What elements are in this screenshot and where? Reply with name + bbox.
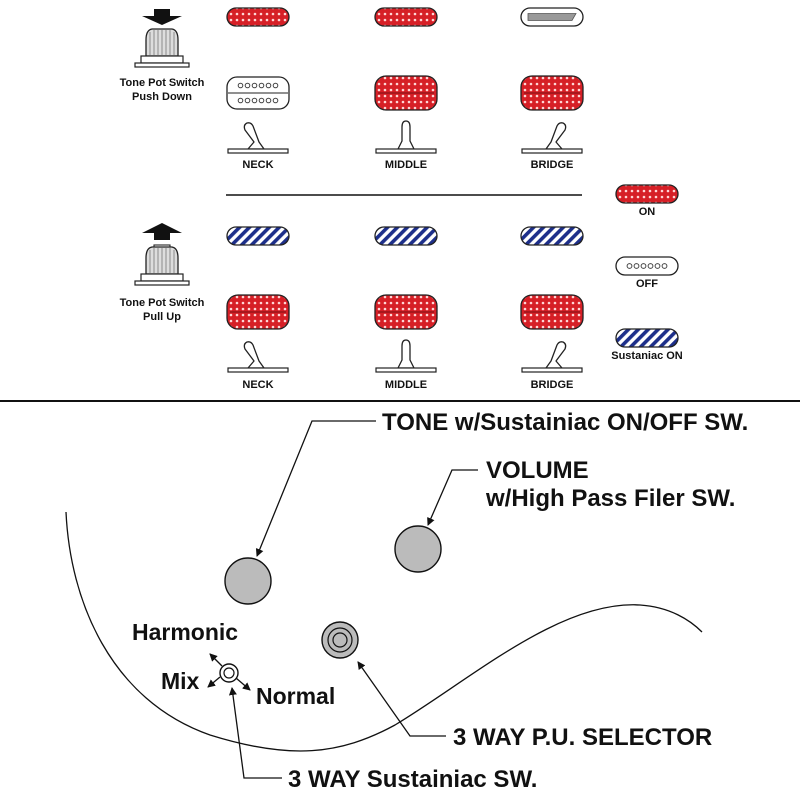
bridge-single-off-icon [520,7,584,27]
lower-knob-label-line2: Pull Up [143,311,181,323]
mini-arrow-harmonic-icon [209,653,223,667]
upper-label-bridge: BRIDGE [531,159,574,171]
mini-label-normal: Normal [256,683,335,709]
legend-off-label: OFF [636,278,658,290]
legend-on-icon [615,184,679,204]
mini-label-mix: Mix [161,668,200,694]
bridge-humbucker-on-icon [520,294,584,330]
middle-humbucker-on-icon [374,294,438,330]
neck-humbucker-off-icon [226,76,290,110]
guitar-body-outline [65,511,703,752]
callout-sustainiac-switch: 3 WAY Sustainiac SW. [288,766,537,793]
lower-label-middle: MIDDLE [385,379,427,391]
toggle-bridge-icon [521,341,583,373]
legend-sustainiac-icon [615,328,679,348]
toggle-middle-icon [375,120,437,154]
selector-leader-line [357,661,446,737]
mini-arrow-mix-icon [207,676,221,688]
sustainiac-sw-leader-line [228,687,282,779]
pull-up-arrow-icon [142,223,182,240]
upper-knob-label-line2: Push Down [132,91,192,103]
upper-section: Tone Pot Switch Push Down NECK MIDDLE BR… [120,7,584,171]
callout-volume-line2: w/High Pass Filer SW. [485,485,735,512]
volume-leader-line [427,469,478,526]
mini-label-harmonic: Harmonic [132,619,238,645]
legend: ON OFF Sustaniac ON [611,184,683,362]
neck-humbucker-on-icon [226,294,290,330]
toggle-neck-icon [227,341,289,373]
bridge-humbucker-on-icon [520,75,584,111]
control-layout: Harmonic Mix Normal TONE w/Sustainiac ON… [65,409,748,793]
tone-knob-pushed-icon [134,28,190,68]
pickup-selector-icon [321,621,359,659]
middle-single-sustainiac-icon [374,226,438,246]
toggle-neck-icon [227,122,289,154]
callout-selector: 3 WAY P.U. SELECTOR [453,724,712,751]
lower-label-bridge: BRIDGE [531,379,574,391]
lower-section: Tone Pot Switch Pull Up NECK MIDDLE BRID… [120,223,584,391]
bridge-single-sustainiac-icon [520,226,584,246]
middle-single-on-icon [374,7,438,27]
legend-off-icon [615,256,679,276]
toggle-bridge-icon [521,122,583,154]
neck-single-sustainiac-icon [226,226,290,246]
tone-leader-line [255,420,376,557]
toggle-middle-icon [375,339,437,373]
lower-knob-label-line1: Tone Pot Switch [120,297,205,309]
neck-single-on-icon [226,7,290,27]
legend-on-label: ON [639,206,656,218]
volume-knob [394,525,442,573]
callout-volume-line1: VOLUME [486,457,589,484]
lower-label-neck: NECK [242,379,273,391]
upper-label-middle: MIDDLE [385,159,427,171]
middle-humbucker-on-icon [374,75,438,111]
tone-knob-pulled-icon [134,244,190,286]
push-down-arrow-icon [142,9,182,25]
mini-arrow-normal-icon [235,677,251,691]
legend-sustainiac-label: Sustaniac ON [611,350,683,362]
upper-knob-label-line1: Tone Pot Switch [120,77,205,89]
tone-knob [224,557,272,605]
upper-label-neck: NECK [242,159,273,171]
mini-switch-icon [219,663,239,683]
callout-tone: TONE w/Sustainiac ON/OFF SW. [382,409,748,436]
